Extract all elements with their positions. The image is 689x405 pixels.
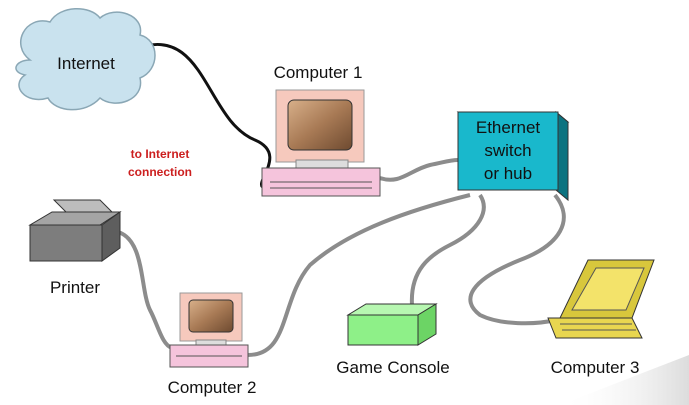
internet-cloud-icon: [15, 7, 156, 111]
computer1-label: Computer 1: [274, 63, 363, 82]
computer1-icon: [261, 89, 381, 197]
switch-label-line2: switch: [484, 141, 531, 160]
cable-computer1-switch: [379, 158, 459, 182]
game-console-label: Game Console: [336, 358, 449, 377]
computer3-label: Computer 3: [551, 358, 640, 377]
to-internet-label-line2: connection: [128, 165, 192, 179]
cable-computer3-switch: [468, 193, 566, 326]
switch-label-line1: Ethernet: [476, 118, 541, 137]
switch-label-line3: or hub: [484, 164, 532, 183]
cable-console-switch: [409, 193, 486, 306]
to-internet-label-line1: to Internet: [131, 147, 190, 161]
printer-icon: [28, 199, 122, 262]
corner-shade: [560, 355, 689, 405]
cable-computer2-switch: [247, 193, 471, 357]
computer2-label: Computer 2: [168, 378, 257, 397]
internet-label: Internet: [57, 54, 115, 73]
cable-printer-computer2: [117, 230, 173, 350]
laptop-icon: [547, 259, 655, 339]
ethernet-switch-icon: [456, 110, 570, 202]
printer-label: Printer: [50, 278, 100, 297]
computer2-icon: [169, 292, 249, 368]
game-console-icon: [346, 303, 438, 346]
